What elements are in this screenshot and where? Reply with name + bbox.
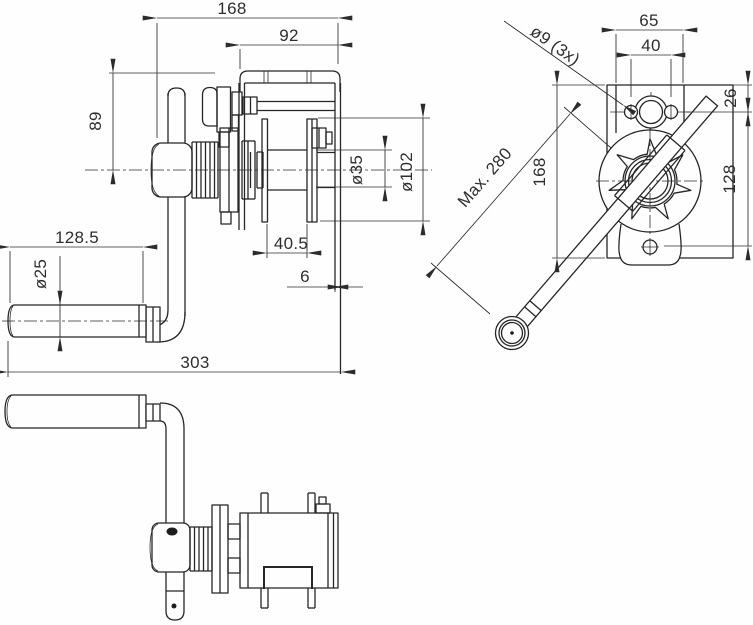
dim-text-40: 40 — [641, 36, 661, 55]
side-pawl — [201, 86, 243, 148]
dim-text-65: 65 — [639, 11, 659, 30]
drum-flange-left — [261, 118, 269, 223]
dim-d35: ø35 — [316, 135, 392, 202]
dim-text-89: 89 — [86, 111, 105, 131]
dim-text-128-5: 128.5 — [55, 228, 99, 247]
bottom-hub — [149, 522, 191, 573]
dim-92: 92 — [225, 26, 353, 69]
side-drum — [261, 118, 335, 223]
ratchet-wheel — [608, 138, 692, 220]
dim-text-26: 26 — [721, 88, 740, 108]
dim-text-d25: ø25 — [31, 259, 50, 289]
end-screw — [171, 603, 177, 609]
dim-text-6: 6 — [300, 267, 310, 286]
dim-d9-3x: ø9 (3x) — [503, 20, 637, 116]
dim-d102: ø102 — [318, 103, 430, 236]
dim-text-303: 303 — [180, 353, 209, 372]
front-top-holes — [623, 95, 679, 129]
max280-ext-lower — [430, 262, 491, 315]
side-grip — [7, 304, 161, 343]
dim-text-d102: ø102 — [397, 152, 416, 192]
bottom-ratchet-ribs — [189, 526, 213, 572]
bottom-view — [4, 394, 339, 621]
bottom-drum — [239, 512, 339, 589]
dim-128: 128 — [664, 97, 752, 261]
dim-text-max280: Max. 280 — [454, 144, 516, 211]
dim-6: 6 — [287, 267, 363, 292]
dim-40: 40 — [616, 36, 686, 97]
dim-text-128: 128 — [720, 164, 739, 193]
dim-text-d35: ø35 — [347, 155, 366, 185]
dim-max-280: Max. 280 — [425, 101, 582, 279]
pawl-tooth — [220, 211, 232, 225]
dim-89: 89 — [86, 58, 215, 185]
front-grip-end — [494, 315, 530, 351]
front-bottom-tab — [618, 223, 682, 266]
dim-303: 303 — [0, 341, 356, 377]
dim-40-5: 40.5 — [252, 224, 322, 258]
dim-168-side: 168 — [142, 0, 353, 138]
cable-hole-inner — [638, 99, 664, 125]
bottom-grip — [4, 394, 185, 430]
bottom-crank-bar — [165, 429, 185, 621]
dim-text-168: 168 — [217, 0, 246, 18]
dim-d25: ø25 — [31, 256, 63, 352]
side-crank-bar — [151, 87, 186, 343]
dim-text-92: 92 — [279, 26, 299, 45]
dim-text-40-5: 40.5 — [274, 234, 308, 253]
dim-text-168-front: 168 — [530, 157, 549, 186]
pawl-knob — [201, 86, 218, 127]
dim-65: 65 — [601, 11, 698, 83]
side-view: 168 92 89 ø35 ø102 40.5 — [0, 0, 432, 377]
bottom-ratchet-plate — [211, 504, 241, 594]
side-tie-bolt — [242, 96, 335, 115]
side-frame — [238, 70, 342, 374]
dim-text-d9: ø9 (3x) — [527, 22, 584, 70]
front-view: 65 40 ø9 (3x) 26 128 168 — [425, 11, 752, 351]
clamp-screw — [166, 527, 178, 536]
bottom-frame-strap — [260, 492, 331, 609]
dim-128-5: 128.5 — [0, 228, 158, 303]
